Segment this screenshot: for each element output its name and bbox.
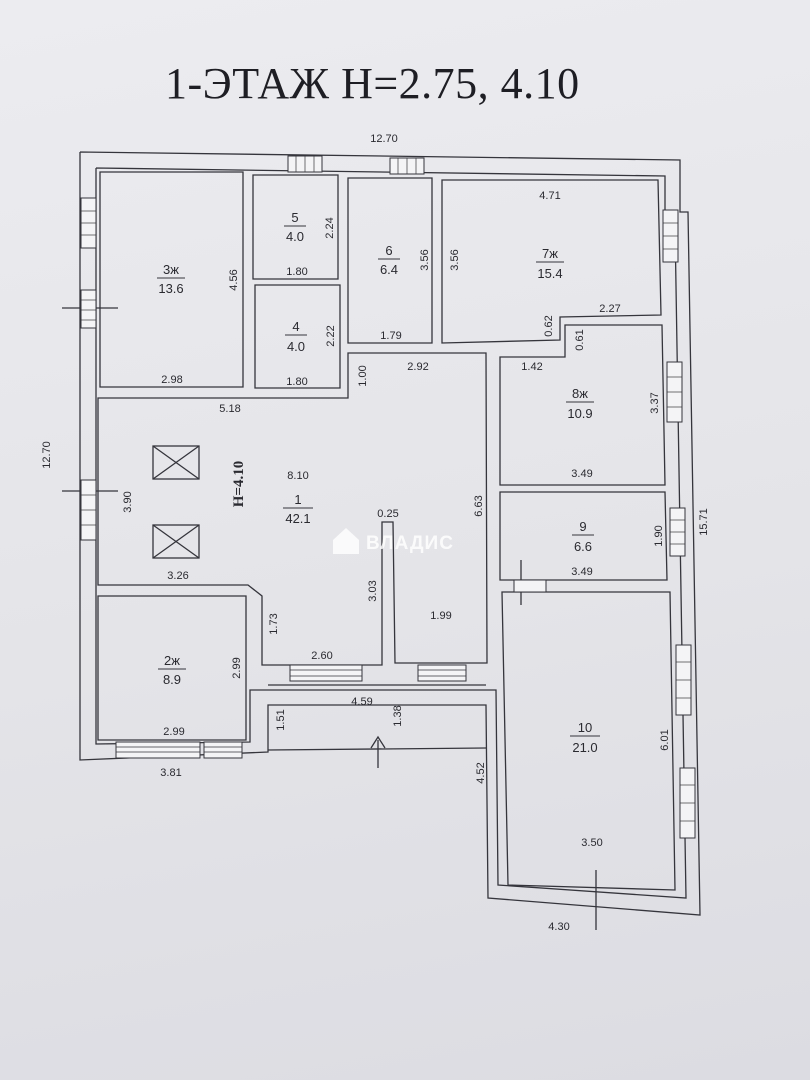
- door-hall-2: [417, 664, 467, 682]
- dim-label: 4.30: [548, 921, 569, 933]
- dim-label: 3.37: [649, 392, 661, 413]
- room-10-area: 21.0: [572, 740, 597, 755]
- dim-label: 2.22: [325, 325, 337, 346]
- dim-label: 2.24: [324, 217, 336, 238]
- dim-label: 2.60: [311, 650, 332, 662]
- window-bottom-2: [203, 741, 243, 759]
- window-left-2: [80, 289, 97, 329]
- dim-label: 6.01: [659, 729, 671, 750]
- watermark: ВЛАДИС: [333, 528, 454, 554]
- dim-label: 1.80: [286, 266, 307, 278]
- home-icon: [333, 528, 359, 554]
- dim-label: 4.59: [351, 696, 372, 708]
- dim-label: 5.18: [219, 403, 240, 415]
- room-2-outline: [97, 595, 247, 741]
- dim-label: 2.27: [599, 303, 620, 315]
- dim-label: 1.79: [380, 330, 401, 342]
- room-6-outline: [347, 177, 433, 344]
- room-8-number: 8ж: [572, 386, 588, 401]
- dim-label: 3.56: [449, 249, 461, 270]
- dim-label: 3.50: [581, 837, 602, 849]
- room-9-number: 9: [579, 519, 586, 534]
- room-7-area: 15.4: [537, 266, 562, 281]
- dim-label: 3.49: [571, 566, 592, 578]
- room-4-area: 4.0: [287, 339, 305, 354]
- room-7-outline: [441, 179, 662, 344]
- room-5-area: 4.0: [286, 229, 304, 244]
- dim-label: 3.49: [571, 468, 592, 480]
- room-3-outline: [99, 171, 244, 388]
- dim-label: 3.03: [367, 580, 379, 601]
- room-8-area: 10.9: [567, 406, 592, 421]
- dim-label: 3.81: [160, 767, 181, 779]
- room-6-number: 6: [385, 243, 392, 258]
- dim-label: 15.71: [698, 508, 710, 536]
- room-8-outline: [499, 324, 666, 486]
- dim-label: 1.42: [521, 361, 542, 373]
- room-1-outline: [97, 352, 488, 666]
- hall-divider-2: [267, 747, 487, 751]
- dim-label: 0.61: [574, 329, 586, 350]
- dim-label: 1.73: [268, 613, 280, 634]
- vent-box-1: [152, 445, 200, 480]
- dim-label: 0.62: [543, 315, 555, 336]
- dim-label: 3.56: [419, 249, 431, 270]
- page-title: 1-ЭТАЖ Н=2.75, 4.10: [165, 59, 580, 108]
- room-4-number: 4: [292, 319, 299, 334]
- dimension-labels: 12.70 12.70 15.71 4.71 2.27 0.62 0.61 3.…: [41, 133, 710, 933]
- door-hall-1: [289, 664, 363, 682]
- dim-label: 3.26: [167, 570, 188, 582]
- dim-label: 1.00: [357, 365, 369, 386]
- window-bottom-1: [115, 741, 201, 759]
- dim-label: 1.80: [286, 376, 307, 388]
- room-3-area: 13.6: [158, 281, 183, 296]
- dim-label: 12.70: [41, 441, 53, 469]
- hall-height-label: Н=4.10: [231, 461, 247, 507]
- room-labels: 3ж 13.6 5 4.0 4 4.0 6 6.4 7ж 15.4 8ж 10.…: [157, 210, 600, 755]
- vent-box-2: [152, 524, 200, 559]
- room-2-number: 2ж: [164, 653, 180, 668]
- dim-label: 1.90: [653, 525, 665, 546]
- room-10-outline: [501, 591, 676, 891]
- dim-label: 1.51: [275, 709, 287, 730]
- room-5-outline: [252, 174, 339, 280]
- dim-label: 8.10: [287, 470, 308, 482]
- room-6-area: 6.4: [380, 262, 398, 277]
- dim-label: 4.52: [475, 762, 487, 783]
- dim-label: 1.38: [392, 705, 404, 726]
- dim-label: 4.71: [539, 190, 560, 202]
- dim-label: 2.98: [161, 374, 182, 386]
- room-5-number: 5: [291, 210, 298, 225]
- room-4-outline: [254, 284, 341, 389]
- room-1-number: 1: [294, 492, 301, 507]
- dim-label: 2.99: [231, 657, 243, 678]
- dim-label: 2.92: [407, 361, 428, 373]
- dim-label: 1.99: [430, 610, 451, 622]
- dim-label: 2.99: [163, 726, 184, 738]
- dim-label: 6.63: [473, 495, 485, 516]
- dim-label: 0.25: [377, 508, 398, 520]
- room-1-area: 42.1: [285, 511, 310, 526]
- room-9-outline: [499, 491, 668, 581]
- dim-label: 4.56: [228, 269, 240, 290]
- room-9-area: 6.6: [574, 539, 592, 554]
- room-10-number: 10: [578, 720, 592, 735]
- dim-label: 12.70: [370, 133, 398, 145]
- room-7-number: 7ж: [542, 246, 558, 261]
- room-2-area: 8.9: [163, 672, 181, 687]
- dim-label: 3.90: [122, 491, 134, 512]
- watermark-text: ВЛАДИС: [366, 533, 454, 554]
- door-room-10: [513, 579, 547, 593]
- room-3-number: 3ж: [163, 262, 179, 277]
